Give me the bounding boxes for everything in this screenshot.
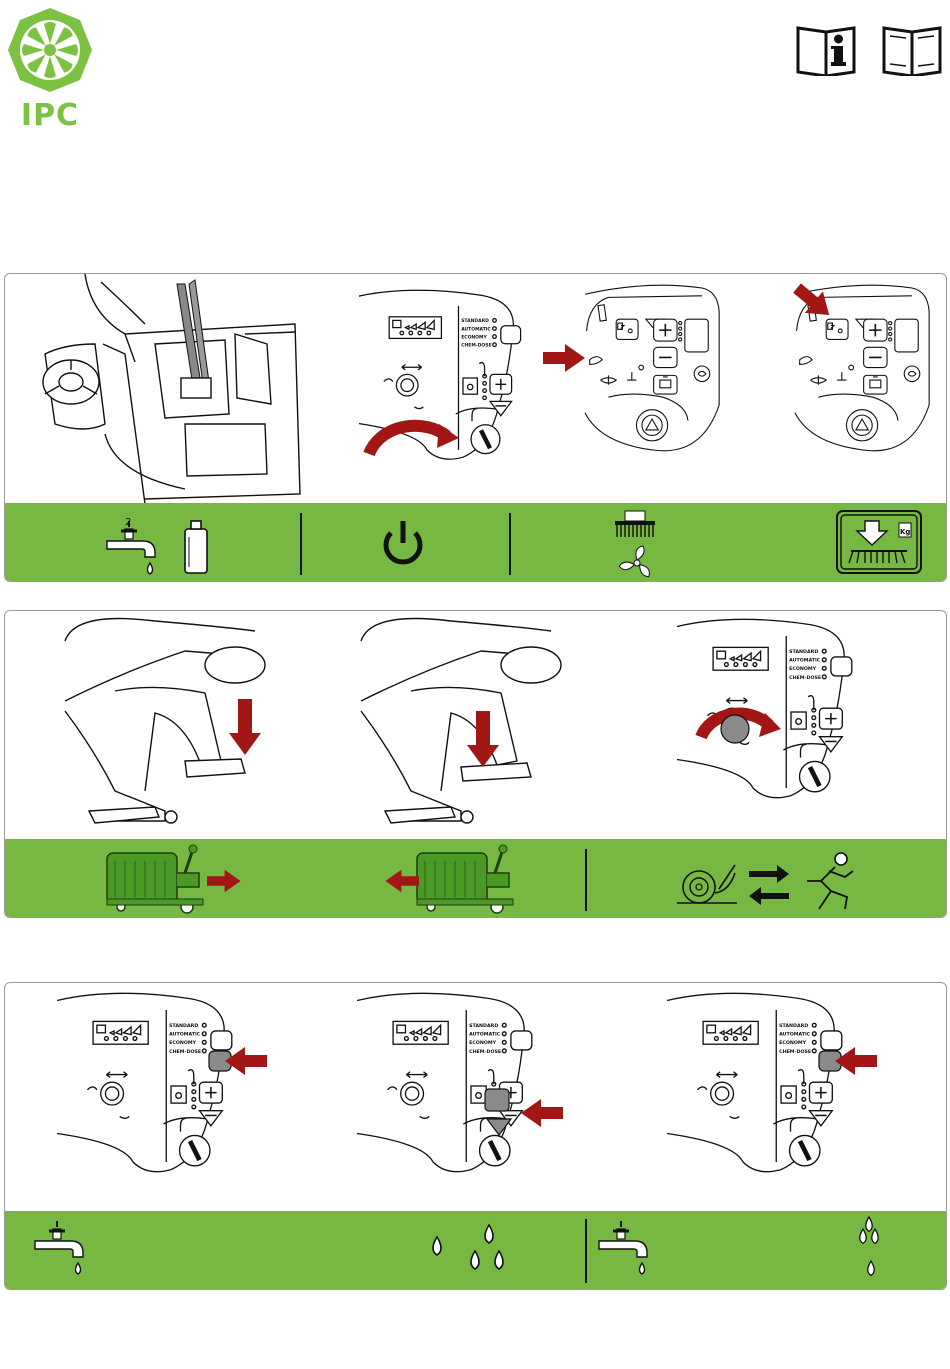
divider [585,849,587,911]
manual-info-icon [798,28,854,76]
step-adjust-brush-pressure [788,277,929,450]
kg-label: Kg [900,528,910,536]
brand-name: IPC [6,98,94,133]
water-tap-icon [35,1221,83,1274]
step-water-flow-plus-minus [357,993,563,1171]
power-icon [386,521,420,562]
detergent-bottle-icon [185,521,207,573]
section-startup: 2 [4,273,947,582]
water-drops-more-icon [433,1225,503,1269]
brush-pressure-icon: Kg [837,511,921,573]
divider [509,513,511,575]
step-select-brush-function [543,285,719,451]
tap-level: 2 [125,517,131,528]
step-speed-knob [677,619,852,797]
water-tap-icon [599,1221,647,1274]
drive-band [5,839,946,917]
machine-reverse-icon [385,845,513,913]
step-key-on [351,274,521,504]
machine-forward-icon [107,845,241,913]
fast-runner-icon [807,853,853,909]
manual-book-icon [884,28,940,76]
brush-icon [615,511,655,537]
water-drops-less-icon [860,1217,878,1275]
step-water-mode-button-2 [667,993,877,1171]
step-pedal-reverse [361,619,561,824]
section-water [4,982,947,1290]
startup-band: 2 [5,503,946,581]
water-band [5,1211,946,1289]
header-icons [796,24,946,76]
section-drive [4,610,947,918]
ipc-logo: IPC [6,6,94,128]
water-tap-icon: 2 [107,517,155,574]
step-water-mode-button [57,993,267,1171]
divider [300,513,302,575]
step-fill-tanks [43,274,300,504]
fan-icon [619,546,653,578]
speed-switch-arrows [749,865,789,905]
step-pedal-forward [65,619,265,824]
divider [585,1219,587,1283]
slow-snail-icon [677,865,737,903]
